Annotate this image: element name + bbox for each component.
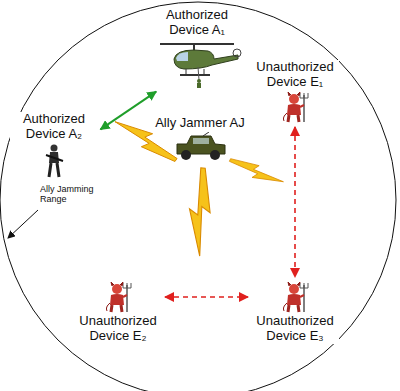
soldier-icon: [43, 143, 65, 179]
device-label: Unauthorized Device E₃: [251, 314, 339, 344]
device-label: Unauthorized Device E₂: [74, 314, 162, 344]
authorized-link: [100, 92, 156, 130]
unauthorized-link: [165, 296, 248, 298]
unauthorized-device-icon: [280, 91, 310, 123]
device-label: Unauthorized Device E₁: [251, 60, 339, 90]
unauthorized-device-icon: [103, 281, 133, 313]
jamming-bolt: [185, 167, 213, 256]
unauthorized-device-icon: [280, 281, 310, 313]
unauthorized-device: Unauthorized Device E₁: [251, 60, 339, 124]
device-label: Authorized Device A₁: [153, 8, 241, 38]
unauthorized-device: Unauthorized Device E₂: [74, 280, 162, 344]
device-label: Ally Jammer AJ: [153, 116, 247, 131]
unauthorized-link: [294, 127, 296, 277]
leader-arrow: [8, 210, 38, 238]
helicopter-icon: [152, 39, 242, 89]
jammer-vehicle-icon: [173, 132, 227, 162]
authorized-device: Authorized Device A₁: [152, 8, 242, 90]
unauthorized-device: Unauthorized Device E₃: [251, 280, 339, 344]
range-label: Ally Jamming Range: [40, 184, 102, 205]
ally-jammer: Ally Jammer AJ: [153, 116, 247, 163]
authorized-device: Authorized Device A₂: [10, 112, 98, 180]
jamming-bolt: [227, 153, 285, 190]
device-label: Authorized Device A₂: [10, 112, 98, 142]
